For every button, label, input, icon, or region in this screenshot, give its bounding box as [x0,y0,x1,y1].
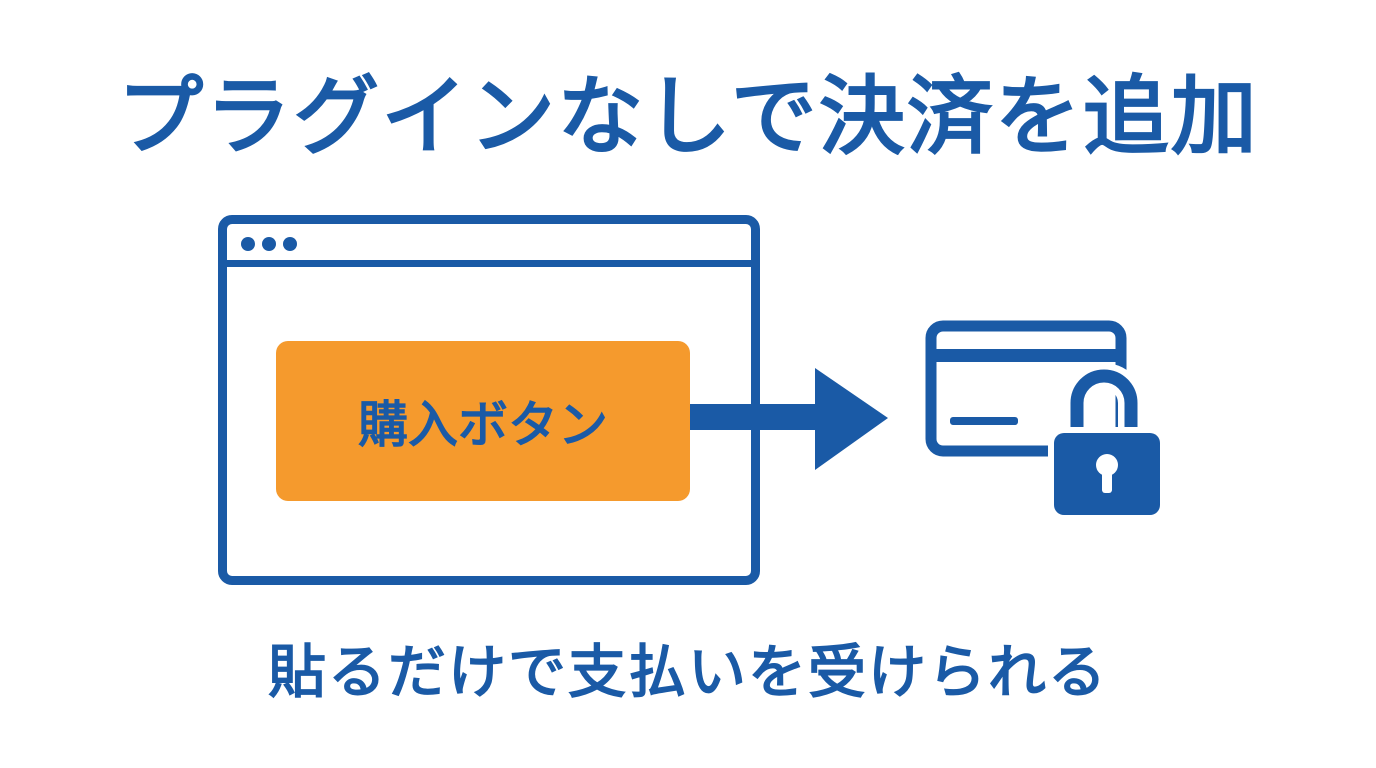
browser-toolbar-divider [227,260,751,267]
page-title: プラグインなしで決済を追加 [117,67,1259,167]
secure-payment-icon [925,320,1166,519]
window-dot-icon [262,237,276,251]
right-arrow-icon [690,368,888,470]
window-dot-icon [241,237,255,251]
browser-window [218,215,760,585]
arrow-shaft [690,404,818,430]
arrow-head [815,368,888,470]
purchase-button[interactable]: 購入ボタン [276,341,690,501]
page-subtitle: 貼るだけで支払いを受けられる [267,638,1108,706]
padlock-icon [1048,363,1166,519]
window-dot-icon [283,237,297,251]
